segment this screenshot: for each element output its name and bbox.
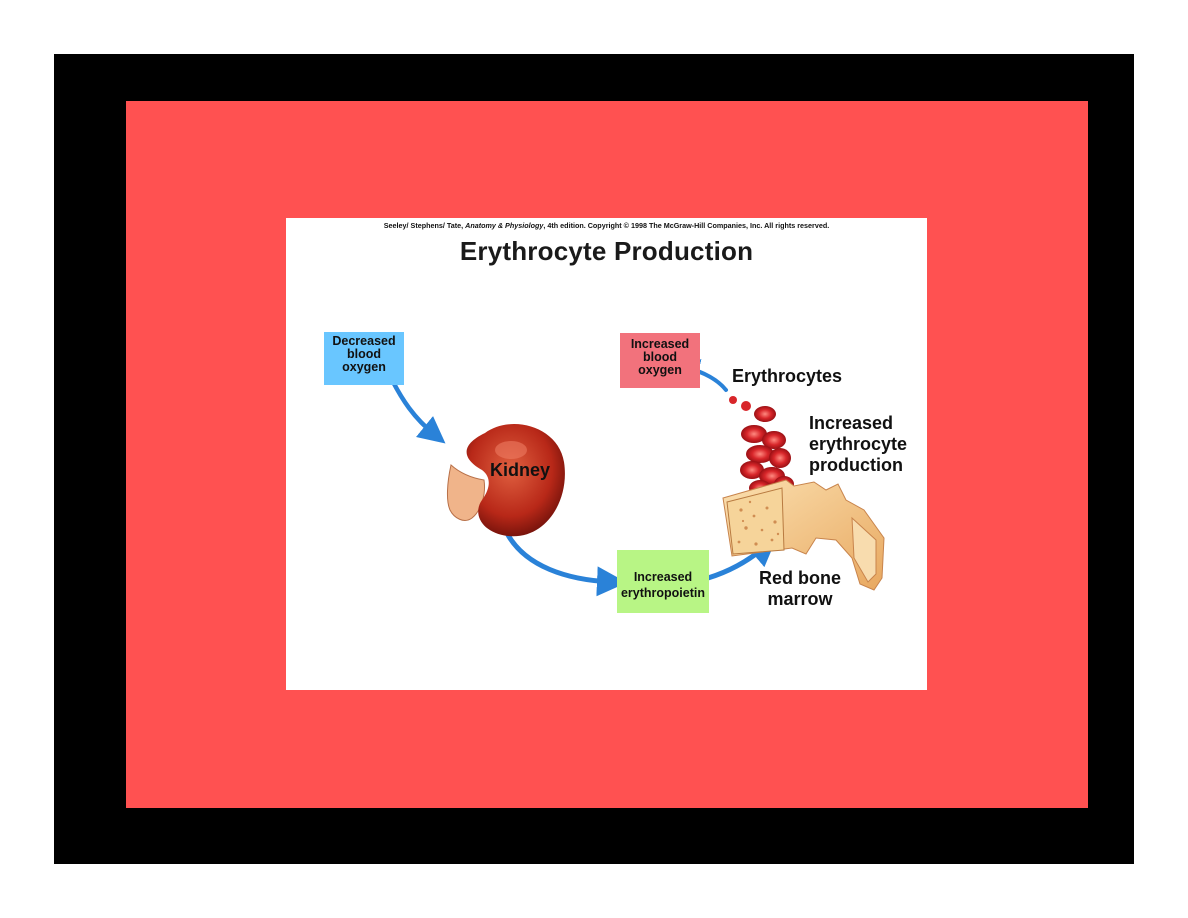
red-bone-marrow-label: Red bone marrow — [759, 568, 841, 610]
label-line: production — [809, 455, 903, 475]
box-line: oxygen — [638, 363, 682, 377]
box-line: oxygen — [342, 360, 386, 374]
kidney-label: Kidney — [490, 460, 551, 480]
box-line: erythropoietin — [620, 586, 706, 600]
label-line: erythrocyte — [809, 434, 908, 454]
slide-image: Seeley/ Stephens/ Tate, Anatomy & Physio… — [286, 218, 927, 690]
label-line: Increased — [809, 413, 894, 433]
diagram-title: Erythrocyte Production — [459, 236, 754, 266]
increased-blood-oxygen-box: Increased blood oxygen — [620, 333, 700, 388]
box-line: blood — [346, 347, 381, 361]
box-line: Decreased — [332, 334, 396, 348]
label-line: Red bone — [759, 568, 842, 588]
increased-erythropoietin-box: Increased erythropoietin — [617, 550, 709, 613]
copyright-credit: Seeley/ Stephens/ Tate, Anatomy & Physio… — [383, 221, 830, 230]
increased-production-label: Increased erythrocyte production — [809, 413, 907, 476]
bone-marrow-icon — [722, 479, 885, 591]
label-line: marrow — [767, 589, 833, 609]
erythrocytes-label: Erythrocytes — [732, 366, 843, 386]
decreased-blood-oxygen-box: Decreased blood oxygen — [324, 332, 404, 385]
box-line: Increased — [630, 337, 690, 351]
box-line: Increased — [633, 570, 693, 584]
kidney-icon — [447, 424, 565, 537]
box-line: blood — [642, 350, 677, 364]
diagram-art — [387, 359, 885, 597]
arrow-kidney-to-epo — [505, 532, 627, 597]
